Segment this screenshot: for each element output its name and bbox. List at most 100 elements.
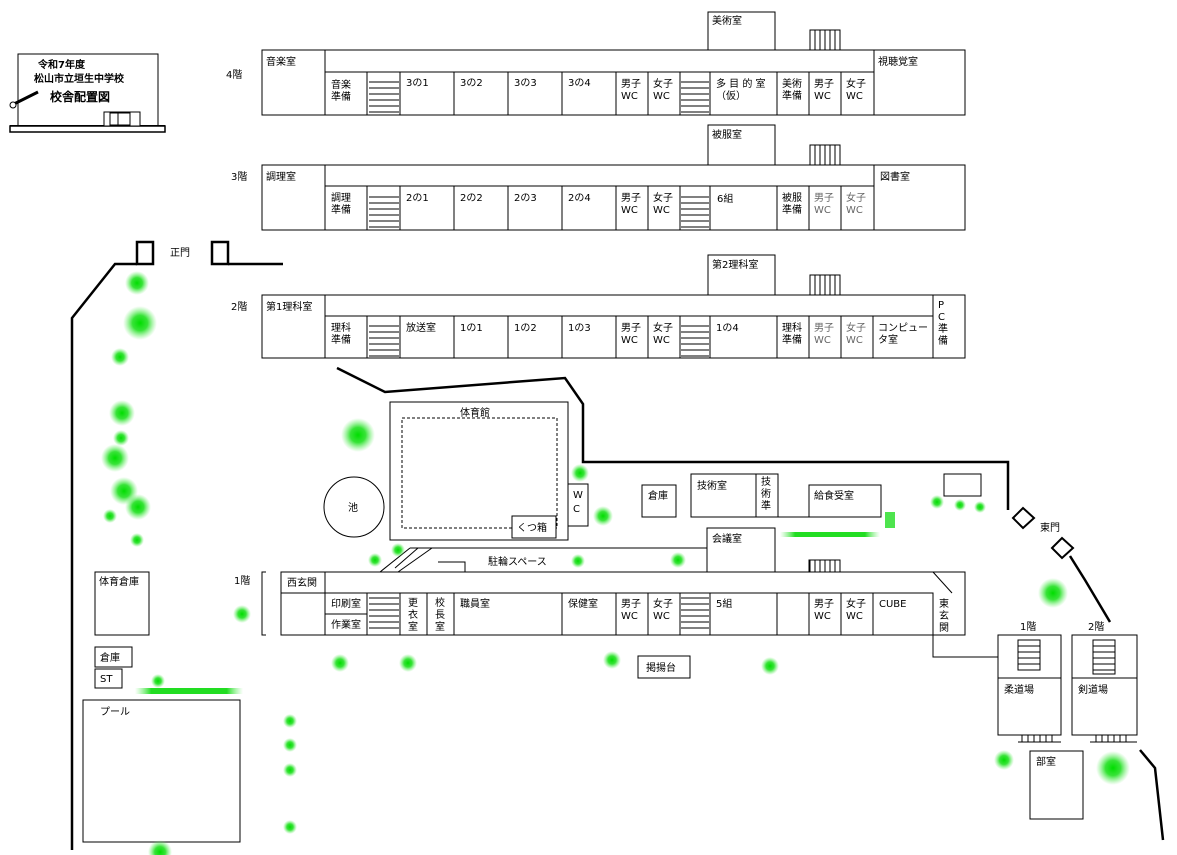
tech-prep-1: 技 <box>761 475 771 488</box>
staff-room: 職員室 <box>460 597 490 610</box>
pond: 池 <box>323 476 385 538</box>
class-3-3: 3の3 <box>514 78 537 89</box>
west-entrance: 西玄関 <box>287 576 317 589</box>
changing-2: 衣 <box>408 608 418 621</box>
clothing-prep-2: 準備 <box>782 203 802 216</box>
f3-male-wc2-2: WC <box>814 205 831 216</box>
lunch-room: 給食受室 <box>814 489 854 502</box>
art-prep-2: 準備 <box>782 89 802 102</box>
class-1-2: 1の2 <box>514 323 537 334</box>
club-room: 部室 <box>1036 755 1056 768</box>
pc-prep-1: P <box>938 300 944 311</box>
av-room: 視聴覚室 <box>878 55 918 68</box>
f4-male-wc2-1: 男子 <box>814 78 834 90</box>
computer-room-1: コンピュー <box>878 322 928 334</box>
f1-male-wc-2: WC <box>621 611 638 622</box>
tree-icon <box>151 674 165 688</box>
martial-arts-halls: 1階 2階 柔道場 剣道場 部室 <box>997 621 1138 820</box>
kendo-hall: 剣道場 <box>1078 683 1108 696</box>
class-2-2: 2の2 <box>460 193 483 204</box>
stairs-3f-top <box>809 144 841 166</box>
title-school: 松山市立垣生中学校 <box>34 72 125 85</box>
class-3-2: 3の2 <box>460 78 483 89</box>
tree-icon <box>233 605 251 623</box>
sci-prep-2: 準備 <box>331 333 351 346</box>
sci-prep2-1: 理科 <box>782 321 802 334</box>
f1-male-wc-1: 男子 <box>621 598 641 610</box>
storage-label: 倉庫 <box>648 489 668 502</box>
main-gate-label: 正門 <box>170 247 190 259</box>
floor-3: 3階 被服室 調理室 図書室 調理 準備 2の1 2の2 2の3 2の4 <box>231 124 966 231</box>
tree-icon <box>954 499 966 511</box>
class-1-4: 1の4 <box>716 323 739 334</box>
tree-icon <box>571 464 589 482</box>
tech-room: 技術室 <box>697 479 727 492</box>
judo-floor-label: 1階 <box>1020 621 1036 633</box>
class-2-4: 2の4 <box>568 193 591 204</box>
tree-icon <box>670 552 686 568</box>
tree-icon <box>399 654 417 672</box>
f1-female-wc-1: 女子 <box>653 597 673 610</box>
tree-icon <box>368 553 382 567</box>
f2-female-wc2-2: WC <box>846 335 863 346</box>
bike-parking: 駐輪スペース <box>379 547 708 573</box>
broadcast-room: 放送室 <box>406 321 436 334</box>
tree-icon <box>148 840 172 855</box>
gym-wc-1: W <box>573 490 583 501</box>
class-5: 5組 <box>716 597 732 610</box>
gymnasium: 体育館 くつ箱 W C <box>389 401 589 541</box>
flagpole-label: 掲揚台 <box>646 661 676 674</box>
f2-female-wc2-1: 女子 <box>846 321 866 334</box>
f4-female-wc-1: 女子 <box>653 77 673 90</box>
hedges <box>135 512 895 694</box>
print-room: 印刷室 <box>331 597 361 610</box>
east-entrance-1: 東 <box>939 597 949 610</box>
f2-male-wc-2: WC <box>621 335 638 346</box>
f3-male-wc2-1: 男子 <box>814 192 834 204</box>
tree-icon <box>391 543 405 557</box>
f2-male-wc2-1: 男子 <box>814 322 834 334</box>
pc-prep-4: 備 <box>938 334 948 347</box>
f3-male-wc-1: 男子 <box>621 192 641 204</box>
pool: プール <box>100 706 130 718</box>
principal-1: 校 <box>435 596 445 609</box>
title-box: 令和7年度 松山市立垣生中学校 校舎配置図 <box>9 53 166 133</box>
class-3-1: 3の1 <box>406 78 429 89</box>
art-room: 美術室 <box>712 14 742 27</box>
floor-1-label: 1階 <box>234 575 250 587</box>
f1-male-wc2-2: WC <box>814 611 831 622</box>
kendo-floor-label: 2階 <box>1088 621 1104 633</box>
tree-icon <box>125 494 151 520</box>
f3-female-wc-1: 女子 <box>653 191 673 204</box>
class-2-1: 2の1 <box>406 193 429 204</box>
pc-prep-3: 準 <box>938 322 948 335</box>
gym-label: 体育館 <box>460 406 490 419</box>
music-room: 音楽室 <box>266 55 296 68</box>
east-gate-label: 東門 <box>1040 521 1060 534</box>
east-entrance-2: 玄 <box>939 609 949 622</box>
changing-1: 更 <box>408 597 418 609</box>
class-2-3: 2の3 <box>514 193 537 204</box>
f2-rooms: 理科 準備 放送室 1の1 1の2 1の3 男子 WC 女子 WC 1の4 理科… <box>324 315 934 359</box>
art-prep-1: 美術 <box>782 77 802 90</box>
principal-3: 室 <box>435 620 445 633</box>
tree-icon <box>283 820 297 834</box>
middle-buildings: 倉庫 技術室 技 術 準 給食受室 会議室 <box>641 473 982 583</box>
tree-icon <box>1038 578 1068 608</box>
class-1-1: 1の1 <box>460 323 483 334</box>
gym-wc-2: C <box>573 504 580 515</box>
tree-icon <box>111 348 129 366</box>
tree-icon <box>974 501 986 513</box>
f3-female-wc2-2: WC <box>846 205 863 216</box>
cooking-room: 調理室 <box>266 170 296 183</box>
multipurpose-1: 多 目 的 室 <box>716 77 766 90</box>
cooking-prep-2: 準備 <box>331 203 351 216</box>
f4-male-wc-2: WC <box>621 91 638 102</box>
tree-icon <box>761 657 779 675</box>
tree-icon <box>101 444 129 472</box>
stairs-4f-top <box>809 29 841 51</box>
f1-male-wc2-1: 男子 <box>814 598 834 610</box>
floor-4-label: 4階 <box>226 69 242 81</box>
f3-female-wc-2: WC <box>653 205 670 216</box>
